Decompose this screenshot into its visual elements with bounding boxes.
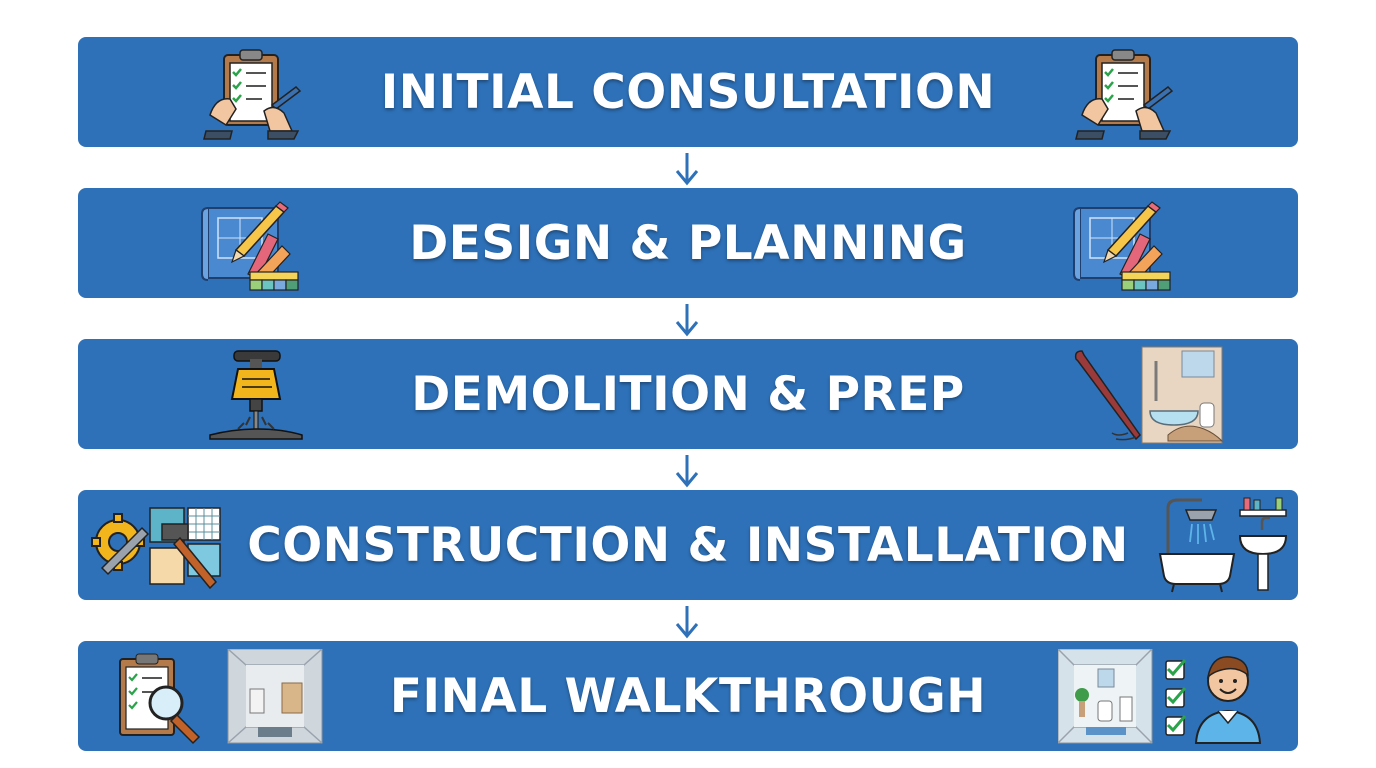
- step-label: INITIAL CONSULTATION: [380, 64, 996, 120]
- step-label: CONSTRUCTION & INSTALLATION: [247, 517, 1129, 573]
- step-initial-consultation: INITIAL CONSULTATION: [78, 37, 1298, 147]
- bathtub-shower-sink-icon: [1158, 496, 1290, 596]
- step-final-walkthrough: FINAL WALKTHROUGH: [78, 641, 1298, 751]
- arrow-down-icon: [673, 453, 701, 489]
- crowbar-bathroom-demolition-icon: [1072, 345, 1226, 445]
- step-design-planning: DESIGN & PLANNING: [78, 188, 1298, 298]
- blueprint-color-swatch-icon: [1072, 196, 1176, 292]
- arrow-down-icon: [673, 604, 701, 640]
- step-demolition-prep: DEMOLITION & PREP: [78, 339, 1298, 449]
- jackhammer-icon: [208, 345, 304, 445]
- arrow-down-icon: [673, 302, 701, 338]
- step-construction-installation: CONSTRUCTION & INSTALLATION: [78, 490, 1298, 600]
- finished-bathroom-checklist-person-icon: [1058, 649, 1274, 745]
- inspection-clipboard-bathroom-icon: [114, 649, 326, 745]
- clipboard-checklist-icon: [1074, 45, 1174, 141]
- arrow-down-icon: [673, 151, 701, 187]
- step-label: DEMOLITION & PREP: [411, 366, 965, 422]
- step-label: DESIGN & PLANNING: [409, 215, 967, 271]
- step-label: FINAL WALKTHROUGH: [389, 668, 987, 724]
- tools-tiles-icon: [88, 498, 224, 594]
